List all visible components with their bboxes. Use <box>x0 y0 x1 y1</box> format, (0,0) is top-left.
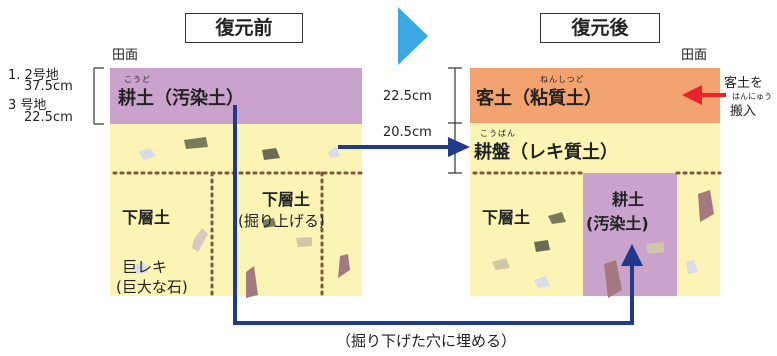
depth-label-1: 1. 2号地 <box>8 68 59 83</box>
import-label-2: 搬入 <box>730 104 757 119</box>
after-topsoil-ruby: ねんしつど <box>540 75 585 84</box>
after-topsoil-label: 客土（粘質土） <box>476 88 602 109</box>
after-buried-soil-label: 耕土 <box>612 190 645 209</box>
depth-label-2: 3 号地 <box>8 98 47 113</box>
import-label: 客土を <box>724 76 764 91</box>
after-hardpan-label: 耕盤（レキ質土） <box>474 142 618 163</box>
import-soil-arrow <box>682 85 726 105</box>
after-hardpan <box>470 123 720 173</box>
bottom-caption: （掘り下げた穴に埋める） <box>336 332 517 350</box>
after-hardpan-ruby: こうばん <box>480 129 516 138</box>
before-stones <box>132 137 350 298</box>
after-field-label: 田面 <box>681 48 708 63</box>
depth-value-1: 37.5cm <box>24 79 73 94</box>
before-depth-bracket <box>93 67 104 125</box>
move-subsoil-arrow <box>338 137 470 157</box>
transition-chevron-icon <box>398 7 428 65</box>
boulder-note: (巨大な石) <box>116 278 188 296</box>
before-topsoil-ruby: こうど <box>124 75 151 84</box>
after-top-depth: 22.5cm <box>383 89 432 104</box>
after-stones <box>492 190 714 298</box>
depth-value-2: 22.5cm <box>24 110 73 125</box>
before-subsoil-right-note: (掘り上げる) <box>238 212 325 230</box>
bury-topsoil-arrow <box>233 105 643 325</box>
after-topsoil <box>470 68 720 123</box>
after-depth-bracket <box>448 67 462 174</box>
after-buried-soil-note: (汚染土) <box>586 214 649 233</box>
before-topsoil-label: 耕土（汚染土） <box>118 88 244 109</box>
after-hardpan-depth: 20.5cm <box>383 125 432 140</box>
before-subsoil-right-label: 下層土 <box>262 190 311 209</box>
boulder-label: 巨レキ <box>122 258 168 276</box>
before-field-label: 田面 <box>112 48 139 63</box>
import-ruby: はんにゅう <box>732 92 772 101</box>
after-subsoil-label: 下層土 <box>482 208 531 227</box>
before-title: 復元前 <box>185 13 303 43</box>
before-subsoil-left-label: 下層土 <box>122 208 171 227</box>
before-dig-outline <box>112 171 364 296</box>
after-title: 復元後 <box>540 13 660 43</box>
